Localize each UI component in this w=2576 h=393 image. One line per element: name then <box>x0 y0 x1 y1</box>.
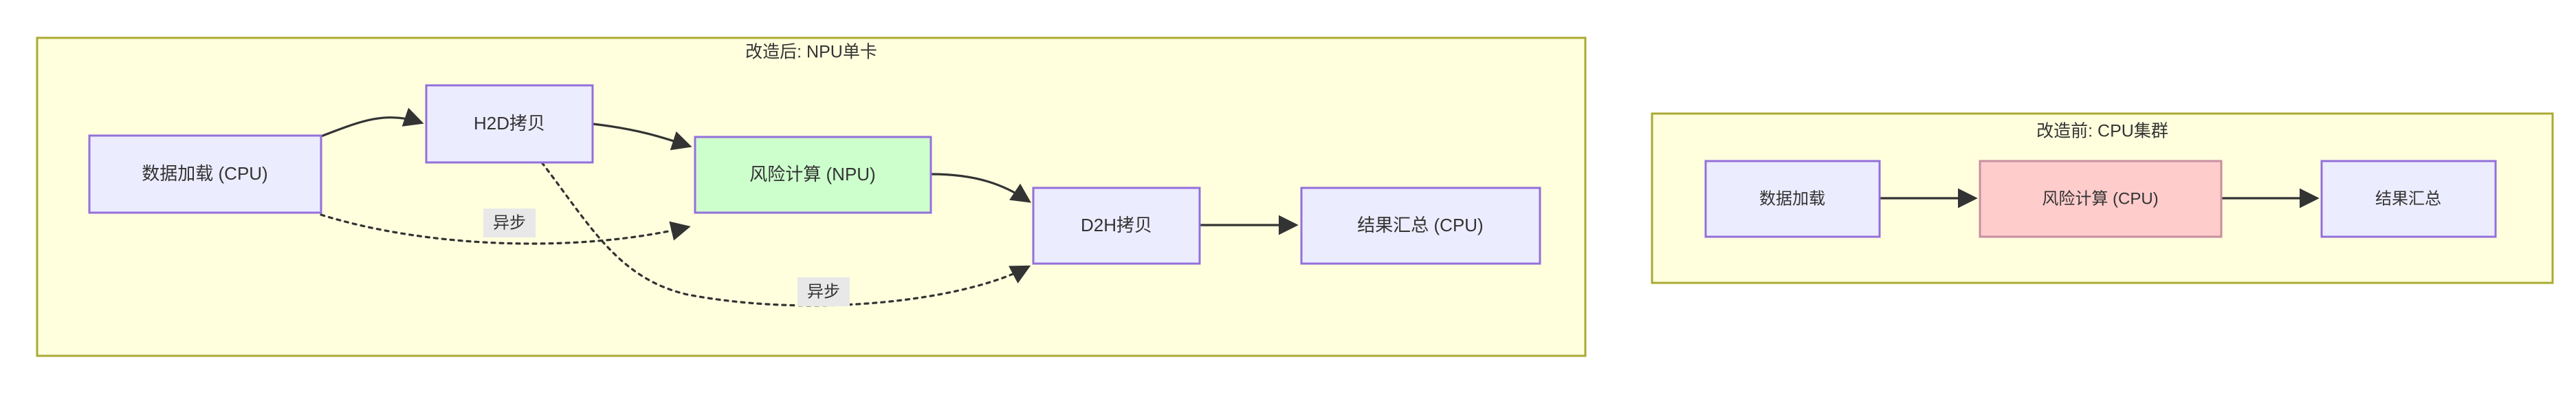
node-before-load[interactable]: 数据加载 <box>1704 160 1881 238</box>
node-after-load-rect[interactable] <box>88 134 322 214</box>
cluster-after-title: 改造后: NPU单卡 <box>745 43 877 62</box>
edge-path-h2d-to-risk <box>592 123 692 151</box>
node-before-risk-label: 风险计算 (CPU) <box>2042 189 2158 208</box>
edge-after-load-to-risk: 异步 <box>320 209 691 245</box>
node-after-result-label: 结果汇总 (CPU) <box>1357 215 1483 235</box>
edge-path-load-to-h2d <box>320 107 424 138</box>
edge-label-async-1: 异步 <box>493 213 526 232</box>
node-after-load-label: 数据加载 (CPU) <box>142 163 267 184</box>
edge-path-async-h2d-d2h <box>540 161 1031 307</box>
node-before-result[interactable]: 结果汇总 <box>2320 160 2497 238</box>
node-before-result-rect[interactable] <box>2320 160 2497 238</box>
node-after-load[interactable]: 数据加载 (CPU) <box>88 134 322 214</box>
cluster-before-title: 改造前: CPU集群 <box>2036 122 2168 141</box>
edge-path-risk-to-d2h <box>930 173 1031 203</box>
node-after-result[interactable]: 结果汇总 (CPU) <box>1300 187 1541 265</box>
node-before-load-rect[interactable] <box>1704 160 1881 238</box>
node-after-h2d[interactable]: H2D拷贝 <box>425 84 594 164</box>
edge-after-h2d-to-d2h: 异步 <box>540 161 1031 307</box>
node-before-load-label: 数据加载 <box>1759 189 1825 208</box>
node-after-risk[interactable]: 风险计算 (NPU) <box>694 136 932 214</box>
node-before-risk-rect[interactable] <box>1979 160 2223 238</box>
node-before-result-label: 结果汇总 <box>2375 189 2441 208</box>
node-after-h2d-label: H2D拷贝 <box>474 113 545 134</box>
node-after-h2d-rect[interactable] <box>425 84 594 164</box>
edge-label-async-2: 异步 <box>807 282 840 301</box>
node-after-result-rect[interactable] <box>1300 187 1541 265</box>
edge-path-async-load-risk <box>320 213 691 245</box>
node-after-d2h-rect[interactable] <box>1032 187 1201 265</box>
node-after-risk-label: 风险计算 (NPU) <box>749 164 875 184</box>
node-after-risk-rect[interactable] <box>694 136 932 214</box>
node-after-d2h-label: D2H拷贝 <box>1081 215 1152 235</box>
edge-label-bg-async-2 <box>797 277 850 306</box>
edge-label-bg-async-1 <box>483 209 536 237</box>
node-before-risk[interactable]: 风险计算 (CPU) <box>1979 160 2223 238</box>
node-after-d2h[interactable]: D2H拷贝 <box>1032 187 1201 265</box>
